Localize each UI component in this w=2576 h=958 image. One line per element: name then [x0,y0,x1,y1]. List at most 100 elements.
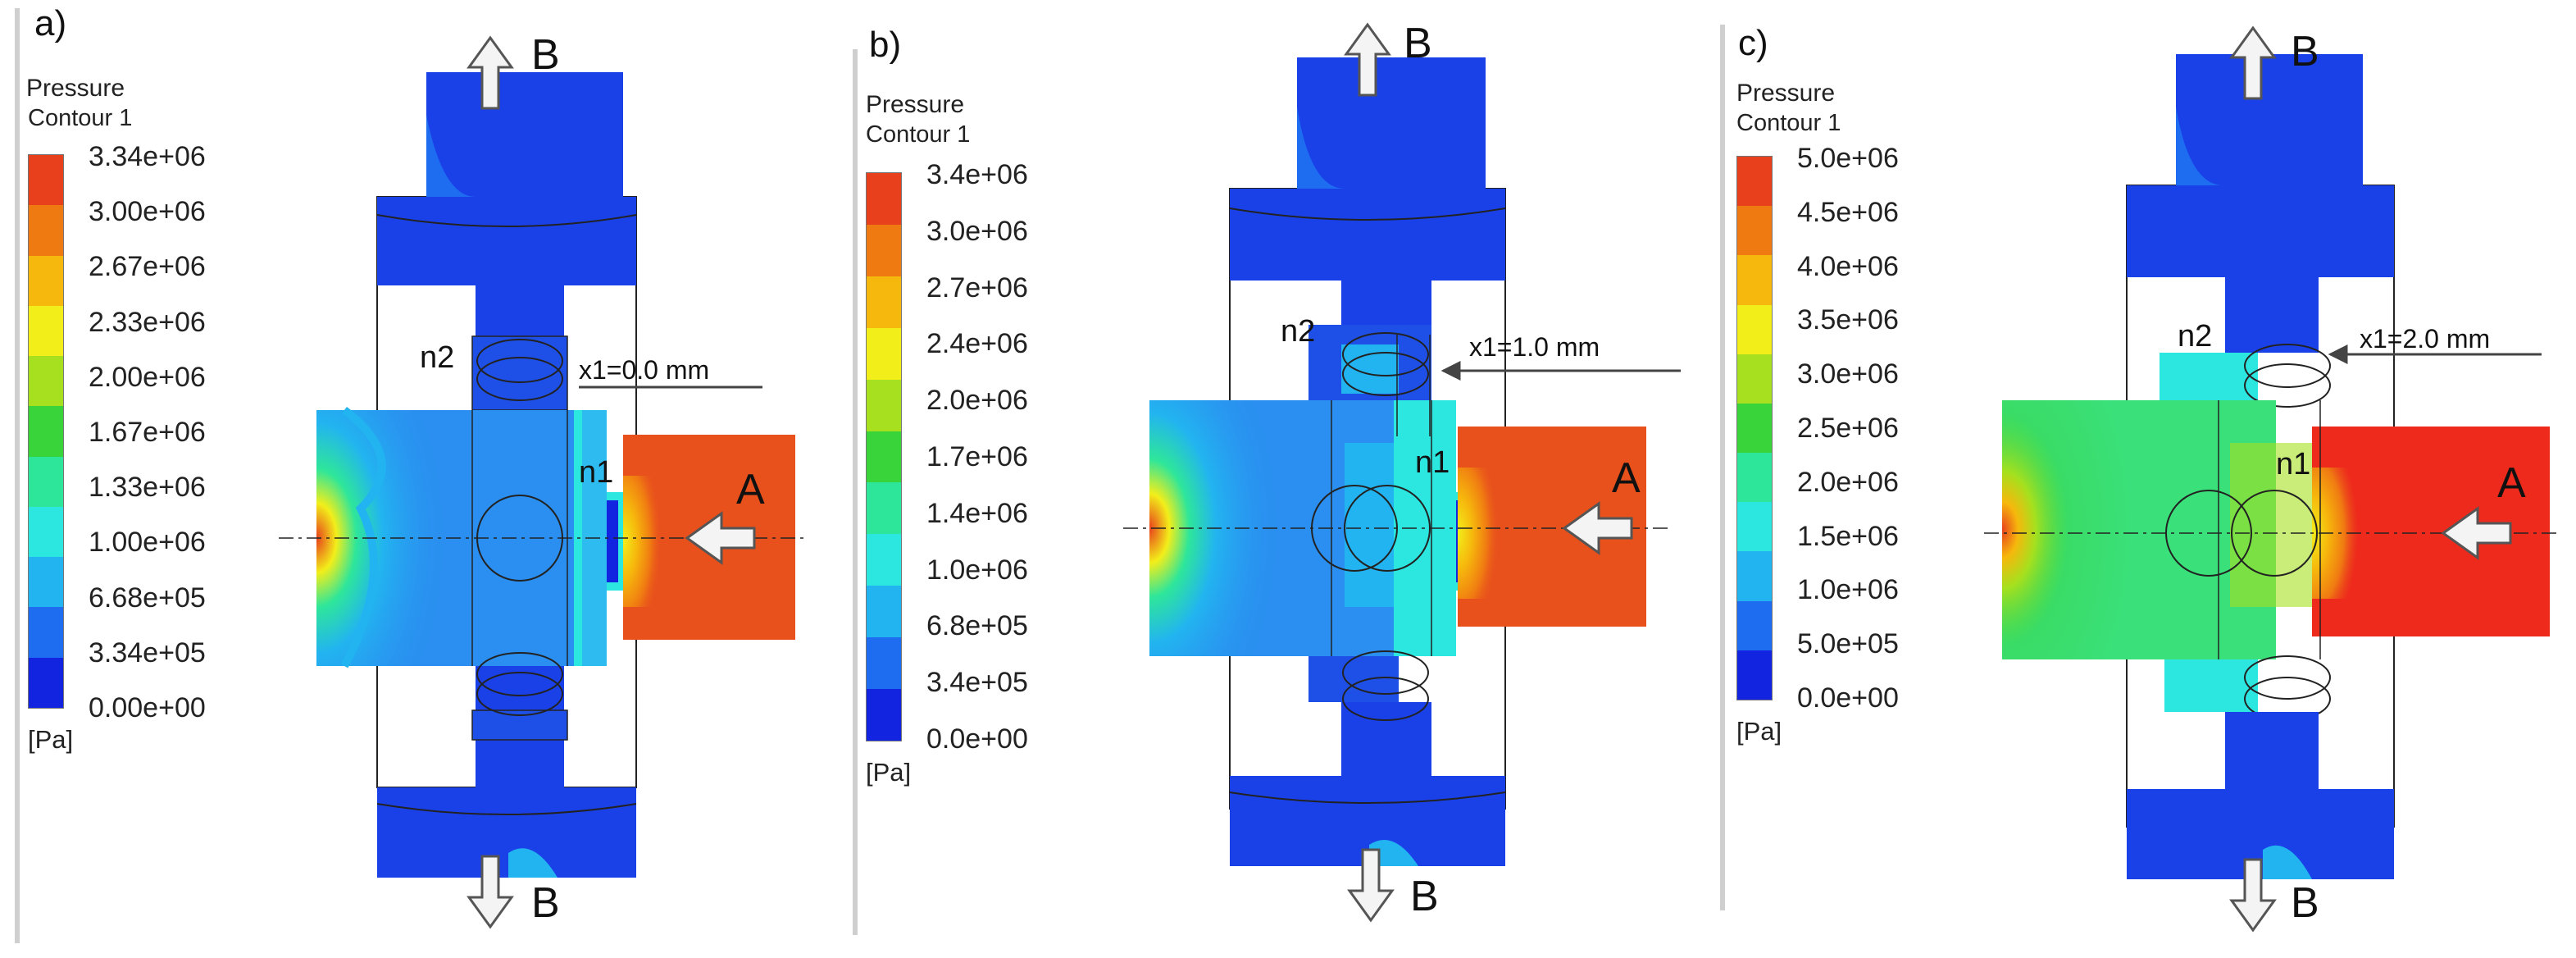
legend-tick-label: 1.0e+06 [926,554,1028,586]
panel-c-legend-title: Pressure [1736,80,1836,107]
legend-tick-label: 6.68e+05 [89,582,206,614]
colorbar-band-7 [867,534,901,586]
panel-b-outflow-up-arrow [1344,22,1391,97]
legend-tick-label: 0.0e+00 [1797,682,1899,714]
panel-a-colorbar [28,154,64,709]
panel-c: c) Pressure Contour 1 [Pa] 5.0e+06 4.5e+0… [1714,0,2576,958]
panel-c-label: c) [1738,23,1768,63]
panel-b-geometry [1123,22,1681,923]
legend-tick-label: 5.0e+06 [1797,143,1899,174]
panel-a-legend-title: Pressure [26,75,125,102]
colorbar-band-7 [29,506,63,558]
colorbar-band-4 [29,356,63,407]
panel-a-label: a) [34,3,67,43]
colorbar-band-4 [867,379,901,431]
panel-a-bottom-outlet [377,787,636,878]
panel-c-separator [1720,25,1725,910]
panel-a-separator [15,8,20,943]
legend-tick-label: 3.4e+05 [926,667,1028,699]
legend-tick-label: 2.7e+06 [926,271,1028,303]
colorbar-band-9 [1737,600,1772,650]
panel-c-outflow-up-arrow [2229,25,2277,100]
legend-tick-label: 1.67e+06 [89,417,206,448]
panel-c-legend-subtitle: Contour 1 [1736,110,1841,136]
legend-tick-label: 4.0e+06 [1797,250,1899,282]
panel-c-top-arrow-label: B [2291,28,2319,75]
panel-b-legend-title: Pressure [866,91,965,118]
panel-a-outflow-up-arrow [467,35,514,110]
panel-b-node1-label: n1 [1415,445,1450,480]
legend-tick-label: 3.0e+06 [1797,358,1899,390]
panel-a-node1-label: n1 [579,455,613,490]
legend-tick-label: 1.33e+06 [89,472,206,504]
panel-b-outflow-down-arrow [1347,848,1395,923]
panel-a-top-arrow-label: B [531,31,560,79]
panel-c-legend-unit: [Pa] [1736,717,1782,746]
legend-tick-label: 3.4e+06 [926,159,1028,190]
legend-tick-label: 2.33e+06 [89,306,206,338]
panel-a-offset-label: x1=0.0 mm [579,355,709,385]
legend-tick-label: 1.4e+06 [926,497,1028,529]
colorbar-band-4 [1737,354,1772,404]
panel-c-node1-label: n1 [2276,447,2310,481]
colorbar-band-5 [29,406,63,457]
colorbar-band-10 [1737,650,1772,700]
legend-tick-label: 2.67e+06 [89,251,206,283]
legend-tick-label: 1.0e+06 [1797,574,1899,606]
colorbar-band-6 [29,456,63,507]
colorbar-band-7 [1737,502,1772,552]
colorbar-band-3 [29,305,63,357]
colorbar-band-9 [29,607,63,658]
panel-b-node2-label: n2 [1281,314,1315,349]
panel-c-top-outlet [2176,54,2363,185]
panel-a-outflow-down-arrow [467,855,514,929]
panel-c-colorbar [1736,156,1773,700]
panel-a-bottom-arrow-label: B [531,879,560,927]
colorbar-band-10 [29,657,63,708]
legend-tick-label: 1.5e+06 [1797,520,1899,552]
panel-b-colorbar [866,172,902,741]
legend-tick-label: 3.34e+06 [89,141,206,172]
panel-b-legend-unit: [Pa] [866,758,912,787]
panel-b-inflow-arrow [1562,501,1633,555]
panel-b-label: b) [869,25,902,65]
legend-tick-label: 3.00e+06 [89,196,206,228]
panel-a-top-outlet [426,72,623,197]
colorbar-band-1 [29,205,63,256]
colorbar-band-8 [29,557,63,608]
colorbar-band-9 [867,637,901,690]
colorbar-band-6 [1737,453,1772,503]
panel-c-inflow-arrow [2441,506,2512,560]
legend-tick-label: 1.00e+06 [89,527,206,559]
panel-c-bottom-arrow-label: B [2291,879,2319,927]
legend-tick-label: 0.00e+00 [89,692,206,723]
panel-a-inflow-arrow [685,511,756,565]
colorbar-band-6 [867,482,901,535]
panel-c-inlet-label: A [2497,459,2526,507]
colorbar-band-0 [29,155,63,206]
panel-a-node2-label: n2 [420,340,454,375]
colorbar-band-2 [867,276,901,328]
legend-tick-label: 2.5e+06 [1797,413,1899,444]
legend-tick-label: 3.34e+05 [89,636,206,668]
panel-b-top-outlet [1297,57,1486,189]
colorbar-band-8 [867,586,901,638]
legend-tick-label: 5.0e+05 [1797,628,1899,660]
legend-tick-label: 2.0e+06 [1797,466,1899,498]
panel-b-bottom-arrow-label: B [1410,873,1439,920]
colorbar-band-5 [1737,403,1772,454]
panel-b-offset-label: x1=1.0 mm [1469,332,1600,362]
colorbar-band-1 [867,224,901,276]
colorbar-band-10 [867,689,901,741]
colorbar-band-0 [867,173,901,225]
panel-a-legend-unit: [Pa] [28,725,74,754]
panel-c-offset-label: x1=2.0 mm [2360,324,2490,354]
legend-tick-label: 3.5e+06 [1797,304,1899,336]
panel-c-node2-label: n2 [2178,319,2212,354]
legend-tick-label: 0.0e+00 [926,723,1028,755]
legend-tick-label: 2.0e+06 [926,385,1028,417]
legend-tick-label: 4.5e+06 [1797,196,1899,228]
